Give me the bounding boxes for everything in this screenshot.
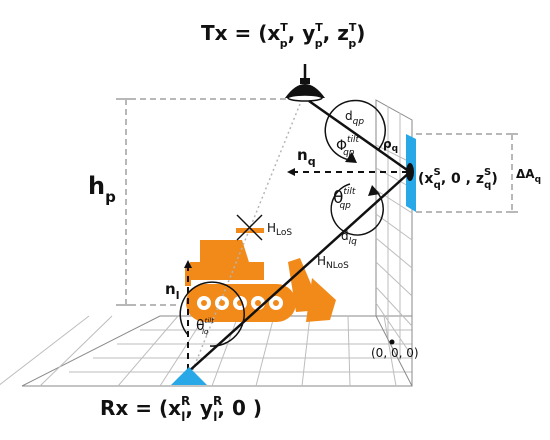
- ray-d-qp: [308, 99, 411, 174]
- los-blocked-cross-icon: [236, 214, 263, 241]
- normal-label-nq: nq: [297, 146, 316, 168]
- origin-label: (0, 0, 0): [371, 346, 419, 360]
- los-ray: [191, 103, 301, 373]
- channel-label-hnlos: HNLoS: [317, 254, 349, 271]
- ray-d-lq: [187, 171, 411, 373]
- normal-label-nl: nl: [165, 280, 179, 302]
- reflectance-label-rho: ρq: [383, 137, 398, 154]
- channel-label-hlos: HLoS: [267, 221, 292, 238]
- height-guides: [120, 98, 513, 306]
- floor-grid: [0, 315, 413, 387]
- receiver-icon: [171, 367, 207, 385]
- surface-point-marker: [406, 163, 414, 181]
- origin-point: [389, 339, 395, 345]
- transmitter-lamp-icon: [285, 64, 325, 102]
- angle-arcs: [179, 99, 386, 347]
- area-label-delta-a: ΔAq: [516, 167, 541, 185]
- distance-label-dqp: dqp: [345, 109, 364, 127]
- height-label-hp: hp: [88, 172, 116, 206]
- distance-label-dlq: dlq: [341, 229, 357, 247]
